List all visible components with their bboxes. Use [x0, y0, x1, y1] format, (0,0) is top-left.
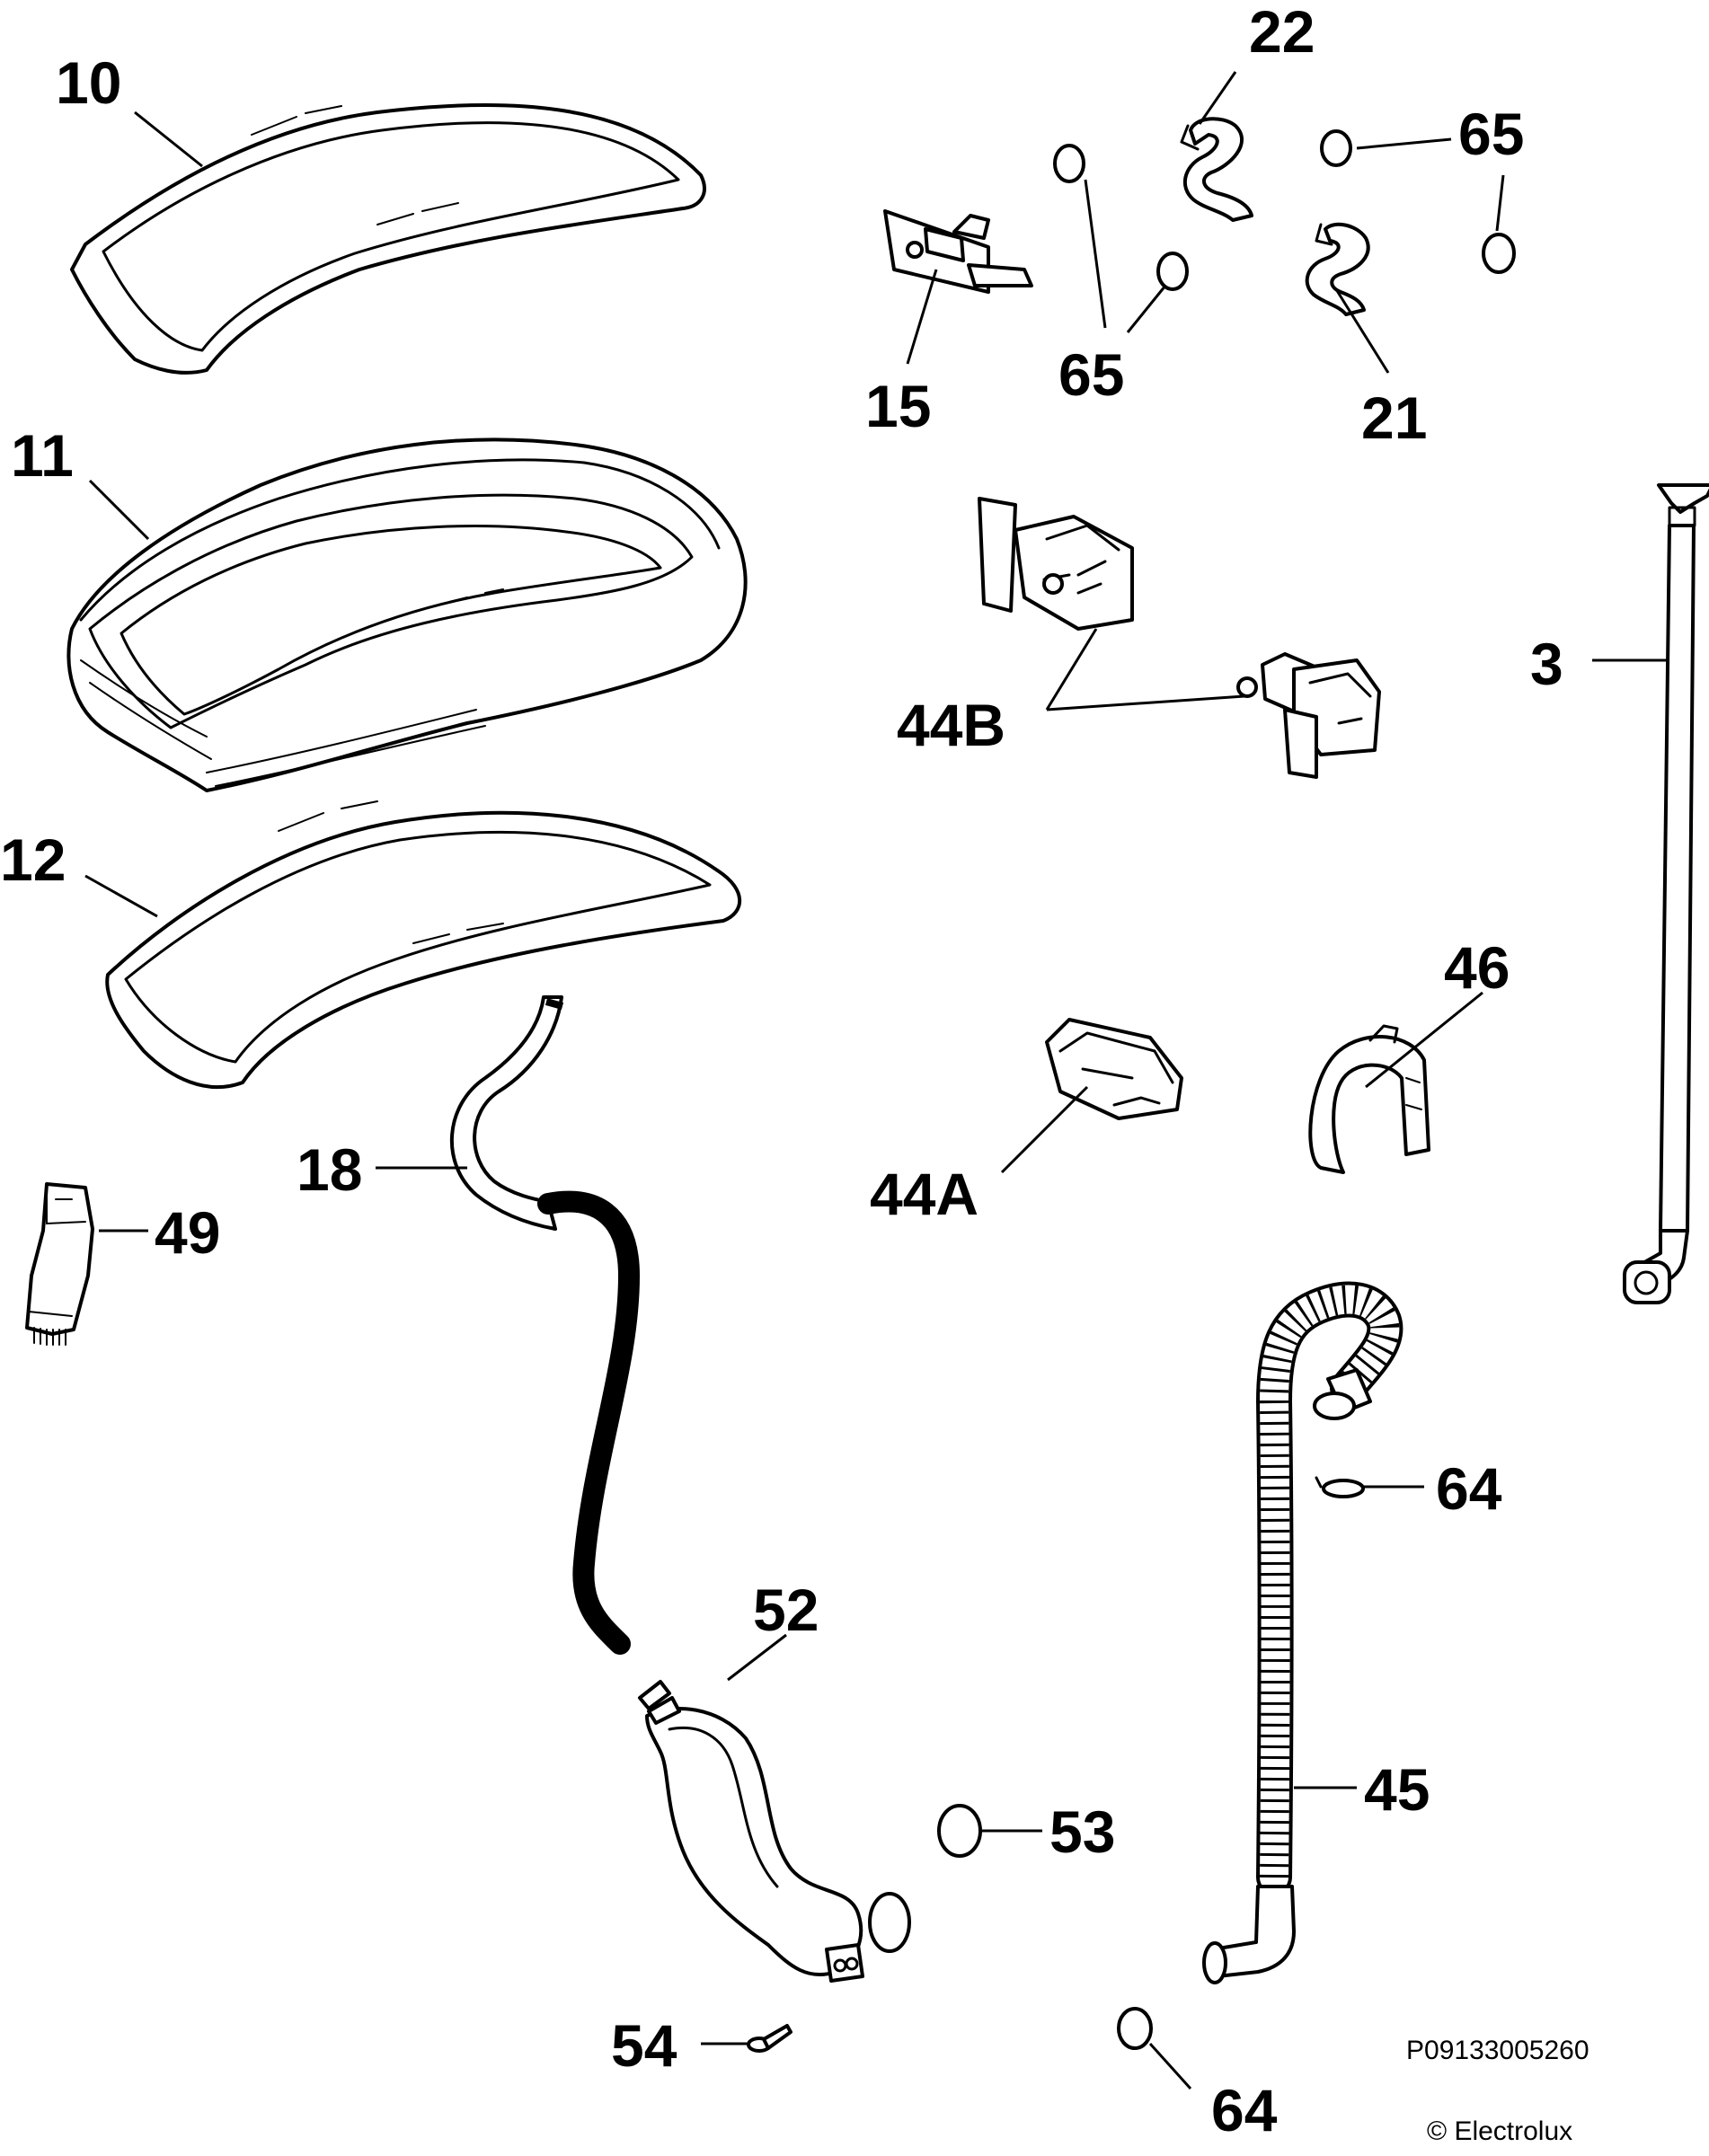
callout-64-lower: 64 — [1211, 2077, 1278, 2143]
part-10-seal-frame — [70, 102, 706, 375]
part-46-u-clip — [1308, 1024, 1430, 1174]
copyright-notice: © Electrolux — [1427, 2116, 1572, 2146]
part-3-rod — [1623, 483, 1709, 1304]
callout-45: 45 — [1364, 1756, 1430, 1823]
callout-21: 21 — [1361, 384, 1427, 451]
callout-65-center: 65 — [1058, 341, 1124, 408]
callout-54: 54 — [611, 2012, 677, 2079]
part-15-valve-bracket — [883, 209, 1033, 294]
part-64-clamp-a — [1315, 1476, 1365, 1498]
callout-64-upper: 64 — [1436, 1455, 1502, 1522]
part-22-bent-tube — [1180, 117, 1253, 222]
part-65-clamp-a — [1053, 144, 1085, 183]
part-52-pump-housing — [638, 1680, 911, 1983]
part-49-brush — [25, 1182, 94, 1346]
part-64-clamp-b — [1117, 2007, 1153, 2050]
part-65-clamp-b — [1156, 252, 1189, 291]
part-44a-bracket — [1045, 1018, 1183, 1120]
drawing-number: P09133005260 — [1406, 2036, 1589, 2065]
part-45-drain-hose — [1202, 1281, 1404, 1984]
part-44b-hinge-lower — [1236, 652, 1381, 779]
part-18-hose — [449, 995, 641, 1655]
callout-18: 18 — [297, 1136, 362, 1203]
part-65-clamp-d — [1482, 233, 1516, 274]
part-44b-hinge-upper — [978, 497, 1134, 631]
part-53-o-ring — [937, 1804, 982, 1858]
callout-44a: 44A — [870, 1161, 978, 1227]
callout-22: 22 — [1249, 0, 1315, 65]
callout-10: 10 — [56, 49, 121, 116]
leader-lines — [84, 71, 1669, 2090]
callout-65-top-right: 65 — [1458, 101, 1524, 167]
callout-44b: 44B — [897, 692, 1005, 758]
callout-52: 52 — [753, 1577, 819, 1643]
part-21-bent-tube — [1305, 222, 1370, 316]
callout-49: 49 — [155, 1199, 220, 1266]
callout-labels: 10 11 12 18 49 22 65 65 15 21 3 44B 46 4… — [0, 0, 1563, 2143]
part-12-seal-frame — [105, 800, 742, 1090]
callout-15: 15 — [865, 373, 931, 439]
callout-11: 11 — [11, 422, 74, 489]
callout-3: 3 — [1530, 631, 1563, 697]
part-65-clamp-c — [1320, 129, 1352, 167]
callout-12: 12 — [0, 826, 66, 893]
part-54-screw — [747, 2024, 793, 2053]
callout-46: 46 — [1444, 934, 1510, 1001]
callout-53: 53 — [1049, 1798, 1115, 1865]
part-11-door-gasket — [66, 437, 748, 792]
